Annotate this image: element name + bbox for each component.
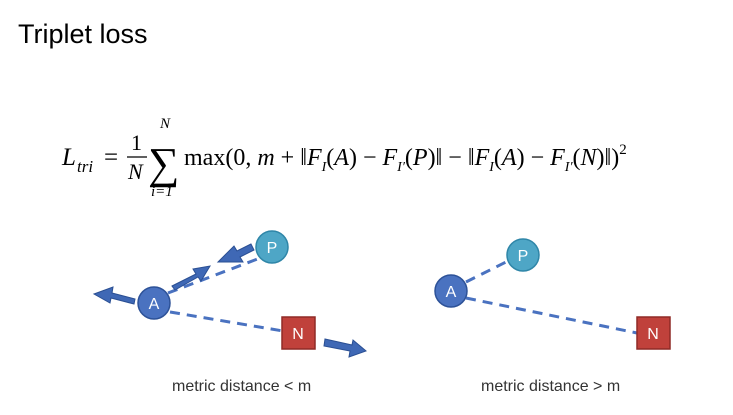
- formula-fraction-denominator: N: [127, 159, 144, 184]
- right-diagram: A P N: [434, 238, 671, 350]
- negative-label-left: N: [292, 326, 304, 343]
- negative-node-right: [636, 316, 671, 350]
- sum-upper-limit: N: [159, 116, 171, 132]
- sum-lower-limit: i=1: [151, 184, 173, 200]
- triplet-diagram: A P N A P N: [92, 230, 671, 358]
- slide-title: Triplet loss: [18, 19, 148, 49]
- anchor-label-left: A: [149, 296, 160, 313]
- positive-node-left: [255, 230, 289, 264]
- positive-label-left: P: [267, 240, 278, 257]
- negative-node-left: [281, 316, 316, 350]
- positive-node-right: [506, 238, 540, 272]
- negative-label-right: N: [647, 326, 659, 343]
- caption-right: metric distance > m: [481, 378, 621, 395]
- formula-lhs: L: [61, 144, 76, 171]
- anchor-node-left: [137, 286, 171, 320]
- anchor-positive-distance: [167, 253, 269, 295]
- push-anchor-arrow-icon: [92, 286, 136, 305]
- positive-label-right: P: [518, 248, 529, 265]
- anchor-node-right: [434, 274, 468, 308]
- pull-positive-arrow-icon: [216, 243, 255, 263]
- pull-anchor-arrow-icon: [171, 265, 211, 291]
- anchor-positive-distance-right: [465, 259, 509, 284]
- sum-symbol: ∑: [148, 139, 179, 188]
- formula-equals: =: [104, 144, 118, 171]
- anchor-label-right: A: [446, 284, 457, 301]
- anchor-negative-distance-right: [465, 296, 638, 335]
- caption-left: metric distance < m: [172, 378, 312, 395]
- push-negative-arrow-icon: [323, 338, 367, 358]
- formula-fraction-numerator: 1: [131, 130, 142, 155]
- triplet-loss-formula: L tri = 1 N N ∑ i=1 max(0, m + ‖FI(A) − …: [0, 110, 733, 210]
- anchor-negative-distance: [169, 310, 284, 333]
- formula-body: max(0, m + ‖FI(A) − FI′(P)‖ − ‖FI(A) − F…: [184, 142, 627, 175]
- formula-graphic: L tri = 1 N N ∑ i=1 max(0, m + ‖FI(A) − …: [61, 116, 627, 200]
- formula-lhs-subscript: tri: [77, 157, 93, 176]
- left-diagram: A P N: [92, 230, 367, 358]
